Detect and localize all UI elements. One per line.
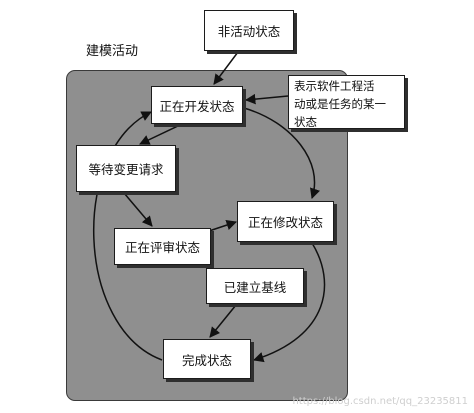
arrow-waiting-to-review — [123, 192, 153, 227]
state-under-development: 正在开发状态 — [151, 86, 243, 124]
note-line-3: 状态 — [294, 115, 317, 129]
state-under-development-label: 正在开发状态 — [159, 98, 235, 114]
arrow-baseline-to-done — [209, 304, 237, 338]
state-done-label: 完成状态 — [181, 352, 232, 368]
state-inactive-label: 非活动状态 — [217, 24, 281, 39]
watermark: https://blog.csdn.net/qq_23235811 — [292, 396, 468, 407]
note-line-1: 表示软件工程活 — [294, 79, 375, 93]
state-awaiting-changes: 等待变更请求 — [76, 145, 176, 192]
arrow-done-to-development — [92, 111, 163, 361]
state-awaiting-changes-label: 等待变更请求 — [88, 162, 164, 177]
region-label: 建模活动 — [86, 44, 139, 59]
state-under-review-label: 正在评审状态 — [124, 240, 200, 255]
arrow-revision-to-baseline — [252, 242, 326, 363]
arrow-inactive-to-development — [213, 51, 239, 85]
state-under-review: 正在评审状态 — [114, 228, 211, 265]
state-baselined-label: 已建立基线 — [223, 279, 287, 295]
annotation-note: 表示软件工程活 动或是任务的某一 状态 — [288, 75, 405, 129]
state-inactive: 非活动状态 — [204, 10, 294, 51]
note-line-2: 动或是任务的某一 — [294, 97, 386, 111]
state-under-revision-label: 正在修改状态 — [247, 215, 323, 230]
arrow-development-to-revision — [243, 107, 320, 199]
state-done: 完成状态 — [163, 339, 251, 379]
note-connector — [244, 93, 289, 105]
state-under-revision: 正在修改状态 — [237, 201, 334, 242]
state-baselined: 已建立基线 — [206, 268, 304, 304]
arrow-development-to-waiting — [139, 124, 181, 145]
